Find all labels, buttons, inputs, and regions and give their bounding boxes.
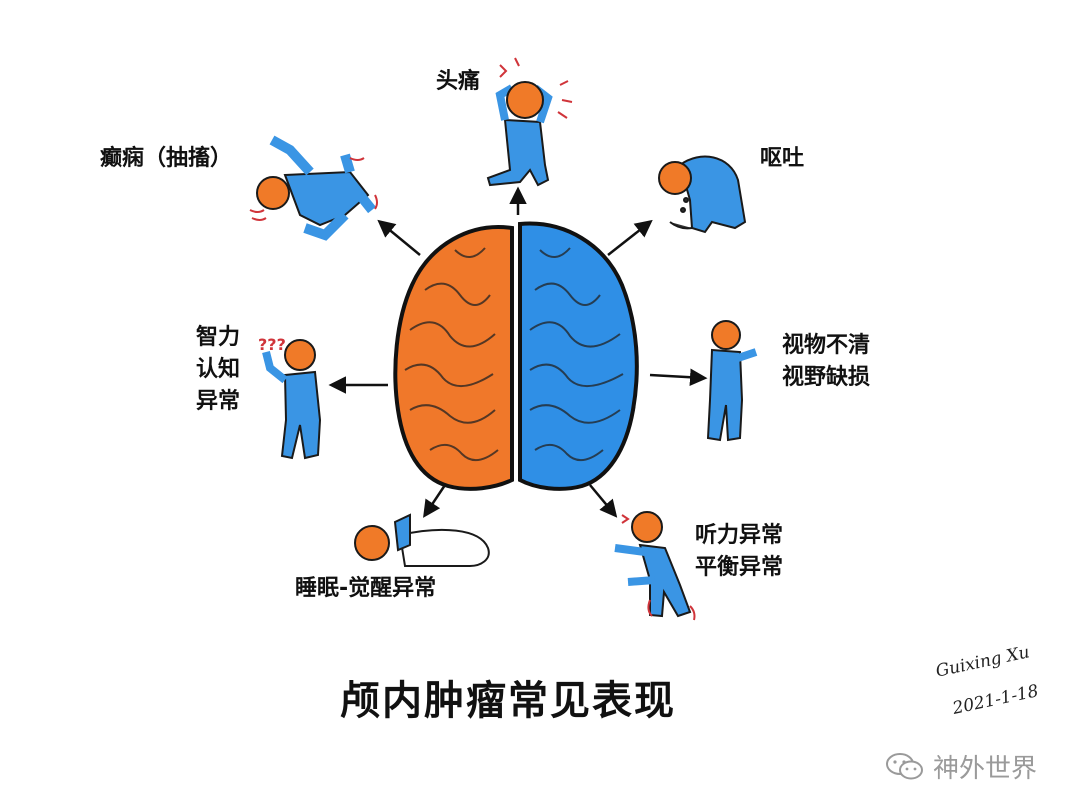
label-epilepsy: 癫痫（抽搐） <box>100 143 232 175</box>
watermark: 神外世界 <box>885 748 1037 785</box>
label-cognition: 智力 认知 异常 <box>196 322 240 418</box>
brain-icon <box>395 224 636 489</box>
label-sleep: 睡眠-觉醒异常 <box>295 573 436 605</box>
figure-hearing <box>615 512 695 620</box>
label-cognition-line: 智力 <box>196 322 240 354</box>
left-hemisphere <box>395 227 512 489</box>
page-title: 颅内肿瘤常见表现 <box>340 668 676 726</box>
label-hearing-line: 平衡异常 <box>695 552 783 584</box>
figure-epilepsy <box>250 140 377 235</box>
arrow-hearing <box>590 485 615 515</box>
label-hearing: 听力异常 平衡异常 <box>695 520 783 584</box>
watermark-text: 神外世界 <box>933 748 1037 785</box>
label-vision-line: 视物不清 <box>782 330 870 362</box>
label-hearing-line: 听力异常 <box>695 520 783 552</box>
arrow-vision <box>650 375 704 378</box>
figure-vision <box>708 321 756 440</box>
label-vision: 视物不清 视野缺损 <box>782 330 870 394</box>
label-cognition-line: 认知 <box>196 354 240 386</box>
arrow-epilepsy <box>380 222 420 255</box>
arrow-sleep <box>425 485 445 515</box>
arrow-vomit <box>608 222 650 255</box>
label-vision-line: 视野缺损 <box>782 362 870 394</box>
label-headache: 头痛 <box>436 66 480 98</box>
figure-cognition: ??? <box>258 335 320 458</box>
figure-vomit <box>659 157 745 232</box>
label-vomit: 呕吐 <box>760 143 804 175</box>
figure-headache <box>488 58 572 185</box>
figure-sleep <box>355 515 489 566</box>
wechat-icon <box>885 751 925 783</box>
confusion-marks: ??? <box>258 335 286 354</box>
label-cognition-line: 异常 <box>196 386 240 418</box>
